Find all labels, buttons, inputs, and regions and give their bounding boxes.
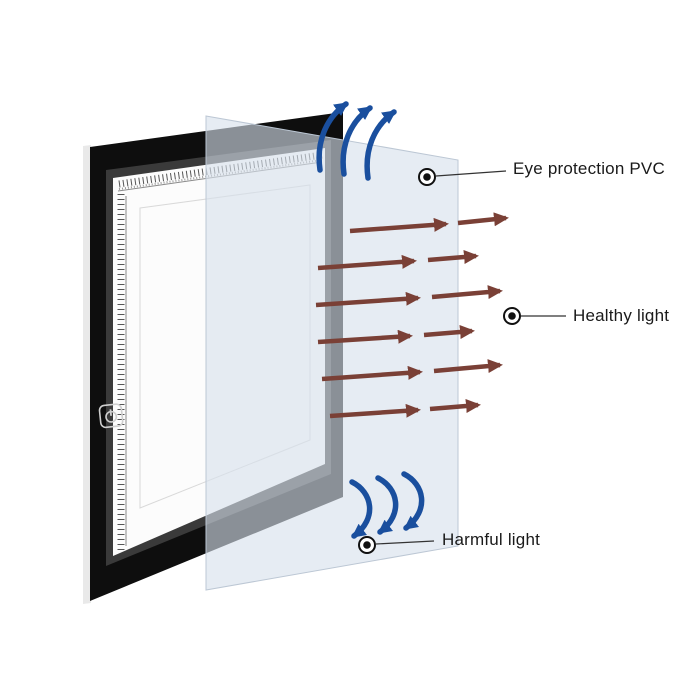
- callout-healthy-light: [503, 307, 566, 325]
- power-icon: [105, 409, 118, 423]
- healthy-light-arrows: [315, 212, 509, 419]
- healthy-light-dot: [503, 307, 521, 325]
- pad-edge-highlight: [83, 145, 91, 604]
- pvc-sheet: [205, 115, 459, 591]
- eye-protection-pvc-label: Eye protection PVC: [513, 159, 665, 178]
- callout-eye-protection-pvc: [418, 168, 507, 186]
- power-button: [98, 403, 124, 429]
- left-ruler: [117, 194, 127, 550]
- harmful-light-dot: [358, 536, 376, 554]
- harmful-light-label: Harmful light: [442, 530, 541, 549]
- eye-protection-pvc-dot: [418, 168, 436, 186]
- filtered-light-top-arrows: [316, 101, 397, 181]
- harmful-light-arrows: [349, 471, 425, 539]
- eye-protection-pvc-leader-line: [435, 170, 507, 177]
- harmful-light-leader-line: [375, 540, 435, 545]
- power-button-outline: [98, 403, 124, 429]
- callout-harmful-light: [358, 536, 435, 554]
- healthy-light-label: Healthy light: [573, 306, 670, 325]
- pvc-sheet-panel: [205, 115, 459, 591]
